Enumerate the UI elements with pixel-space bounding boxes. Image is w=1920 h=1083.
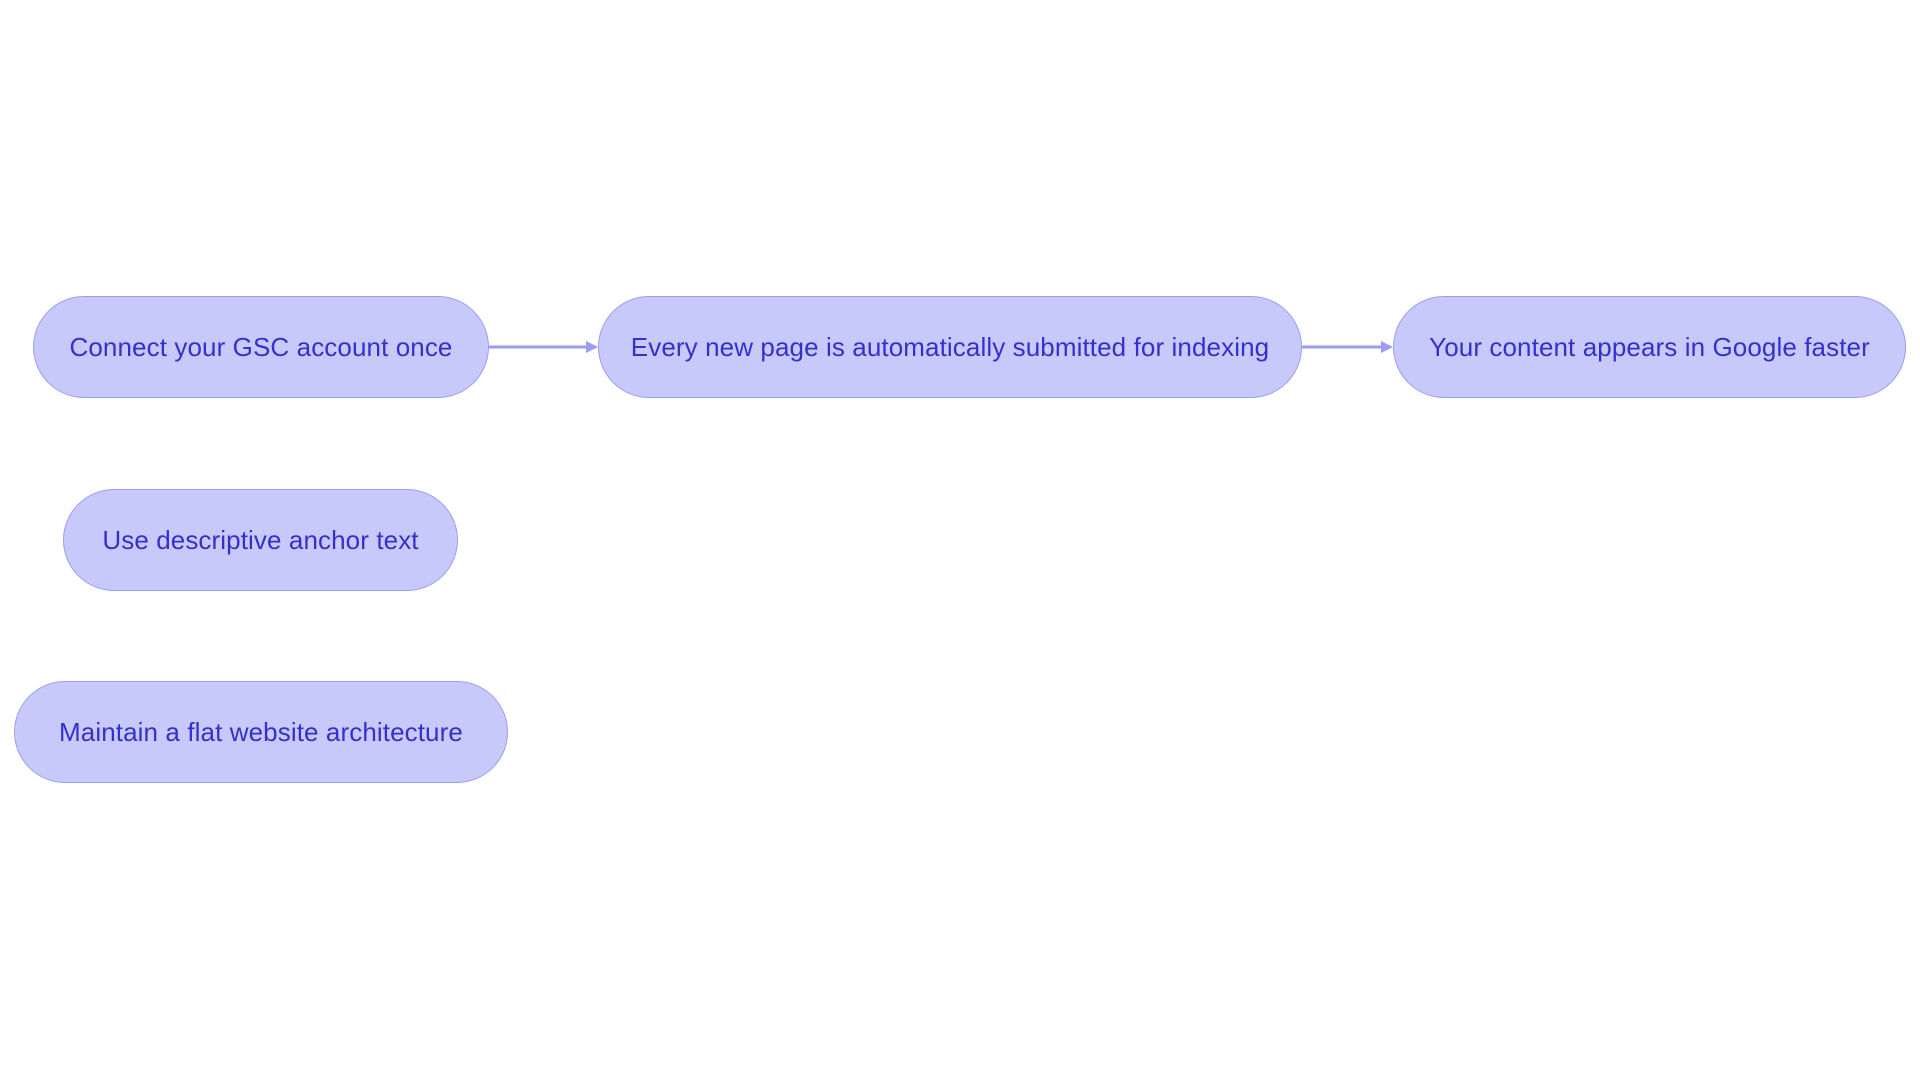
- node-connect-gsc-account: Connect your GSC account once: [33, 296, 489, 398]
- node-label: Your content appears in Google faster: [1429, 331, 1870, 362]
- node-descriptive-anchor-text: Use descriptive anchor text: [63, 489, 458, 591]
- node-label: Maintain a flat website architecture: [59, 716, 463, 747]
- node-label: Connect your GSC account once: [69, 331, 453, 362]
- node-content-appears-faster: Your content appears in Google faster: [1393, 296, 1906, 398]
- node-flat-architecture: Maintain a flat website architecture: [14, 681, 508, 783]
- node-label: Every new page is automatically submitte…: [630, 331, 1270, 362]
- node-automatic-submission: Every new page is automatically submitte…: [598, 296, 1302, 398]
- node-label: Use descriptive anchor text: [102, 524, 419, 555]
